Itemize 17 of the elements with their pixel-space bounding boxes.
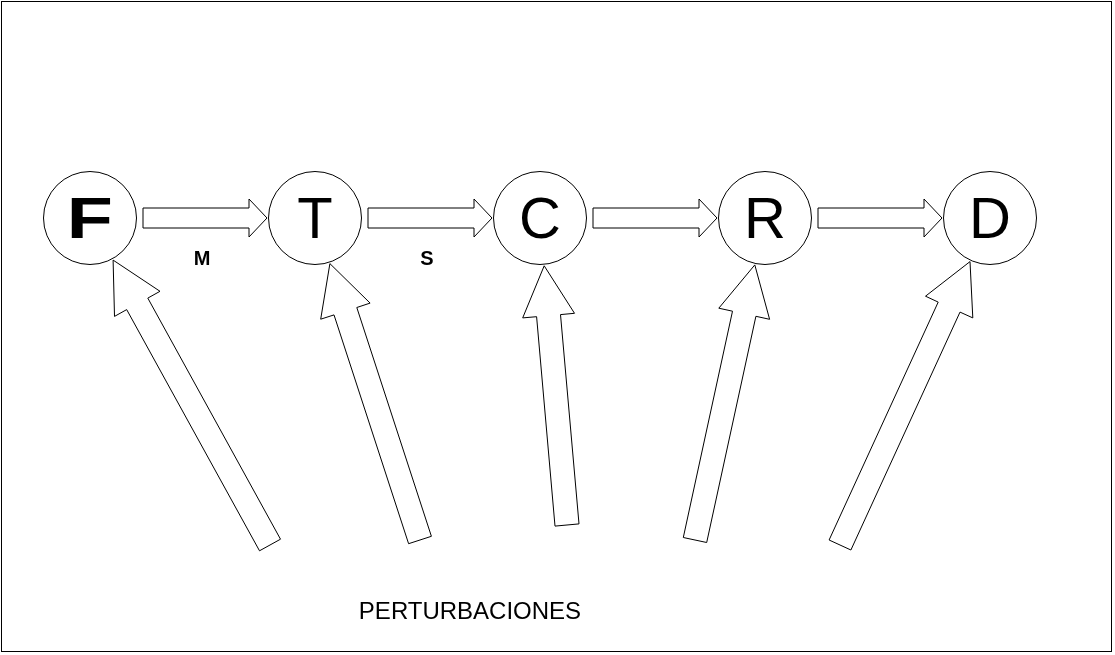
block-arrow — [592, 198, 718, 238]
block-arrow — [522, 265, 580, 527]
node-letter: D — [969, 189, 1011, 247]
caption-text: PERTURBACIONES — [358, 599, 582, 623]
node-letter: C — [519, 189, 561, 247]
node-letter: R — [744, 189, 786, 247]
block-arrow — [682, 264, 771, 543]
edge-label: M — [193, 248, 211, 268]
block-arrow — [142, 198, 268, 238]
block-arrow — [367, 198, 493, 238]
block-arrow — [828, 261, 974, 551]
block-arrow — [320, 263, 432, 545]
node-letter: F — [66, 189, 114, 247]
edge-label: S — [420, 248, 434, 268]
node-letter: T — [297, 189, 333, 247]
block-arrow — [817, 198, 943, 238]
block-arrow — [112, 259, 281, 552]
